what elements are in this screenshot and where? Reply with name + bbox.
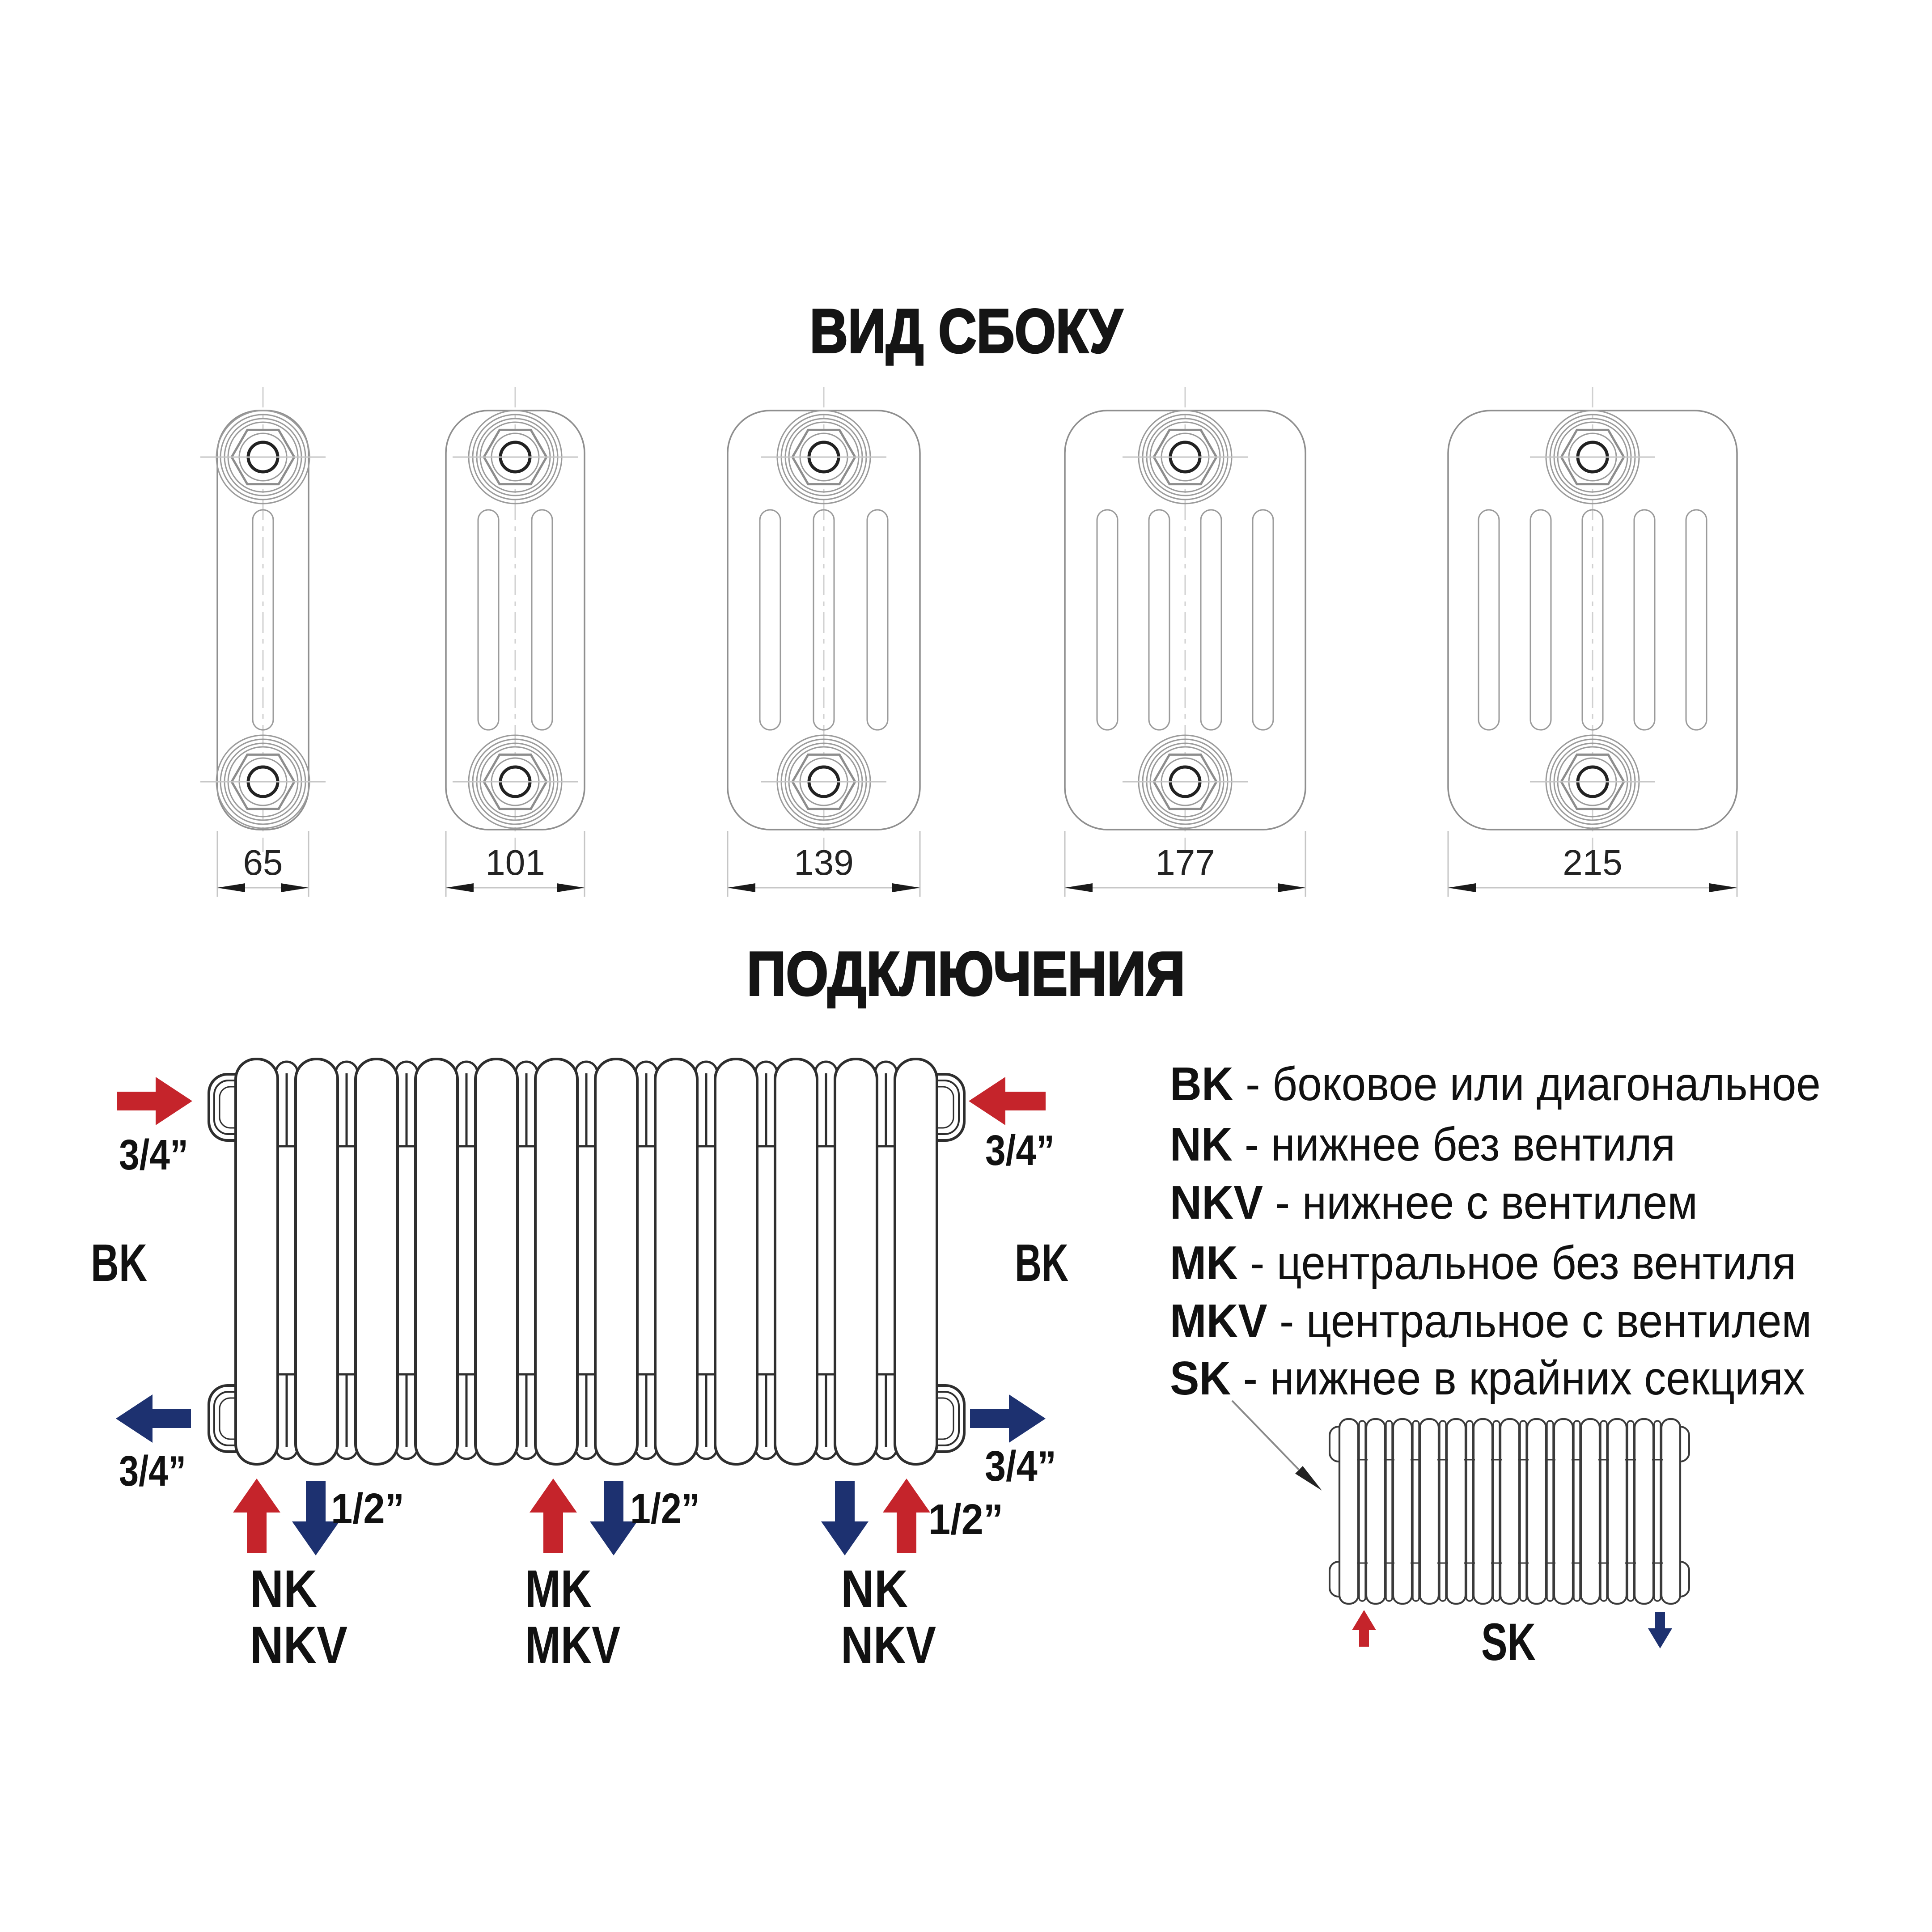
svg-text:1/2”: 1/2” (331, 1485, 404, 1533)
svg-text:MKV: MKV (525, 1616, 620, 1675)
svg-text:NKV - нижнее с вентилем: NKV - нижнее с вентилем (1170, 1176, 1698, 1229)
svg-text:BK - боковое или диагональное: BK - боковое или диагональное (1170, 1058, 1821, 1110)
svg-text:NKV: NKV (841, 1616, 936, 1675)
svg-text:101: 101 (485, 843, 545, 882)
svg-text:NK - нижнее без вентиля: NK - нижнее без вентиля (1170, 1118, 1675, 1171)
svg-text:1/2”: 1/2” (630, 1485, 700, 1533)
svg-text:NK: NK (250, 1559, 317, 1618)
svg-text:65: 65 (243, 843, 283, 882)
svg-text:139: 139 (794, 843, 853, 882)
svg-text:SK - нижнее в крайних секциях: SK - нижнее в крайних секциях (1170, 1352, 1805, 1405)
svg-text:215: 215 (1563, 843, 1622, 882)
svg-text:MK: MK (525, 1559, 592, 1618)
svg-text:ПОДКЛЮЧЕНИЯ: ПОДКЛЮЧЕНИЯ (747, 939, 1185, 1008)
svg-text:SK: SK (1481, 1613, 1536, 1672)
svg-text:BK: BK (1015, 1233, 1068, 1292)
svg-text:3/4”: 3/4” (985, 1442, 1056, 1490)
svg-text:1/2”: 1/2” (928, 1496, 1003, 1543)
svg-text:BK: BK (91, 1233, 147, 1292)
svg-text:ВИД СБОКУ: ВИД СБОКУ (810, 297, 1123, 366)
svg-text:NKV: NKV (250, 1616, 347, 1675)
svg-text:3/4”: 3/4” (119, 1131, 188, 1179)
svg-text:177: 177 (1155, 843, 1215, 882)
svg-text:MK - центральное без вентиля: MK - центральное без вентиля (1170, 1237, 1796, 1289)
svg-text:MKV - центральное с вентилем: MKV - центральное с вентилем (1170, 1295, 1812, 1347)
svg-text:3/4”: 3/4” (985, 1127, 1055, 1174)
svg-text:3/4”: 3/4” (119, 1447, 186, 1495)
svg-text:NK: NK (841, 1559, 908, 1618)
